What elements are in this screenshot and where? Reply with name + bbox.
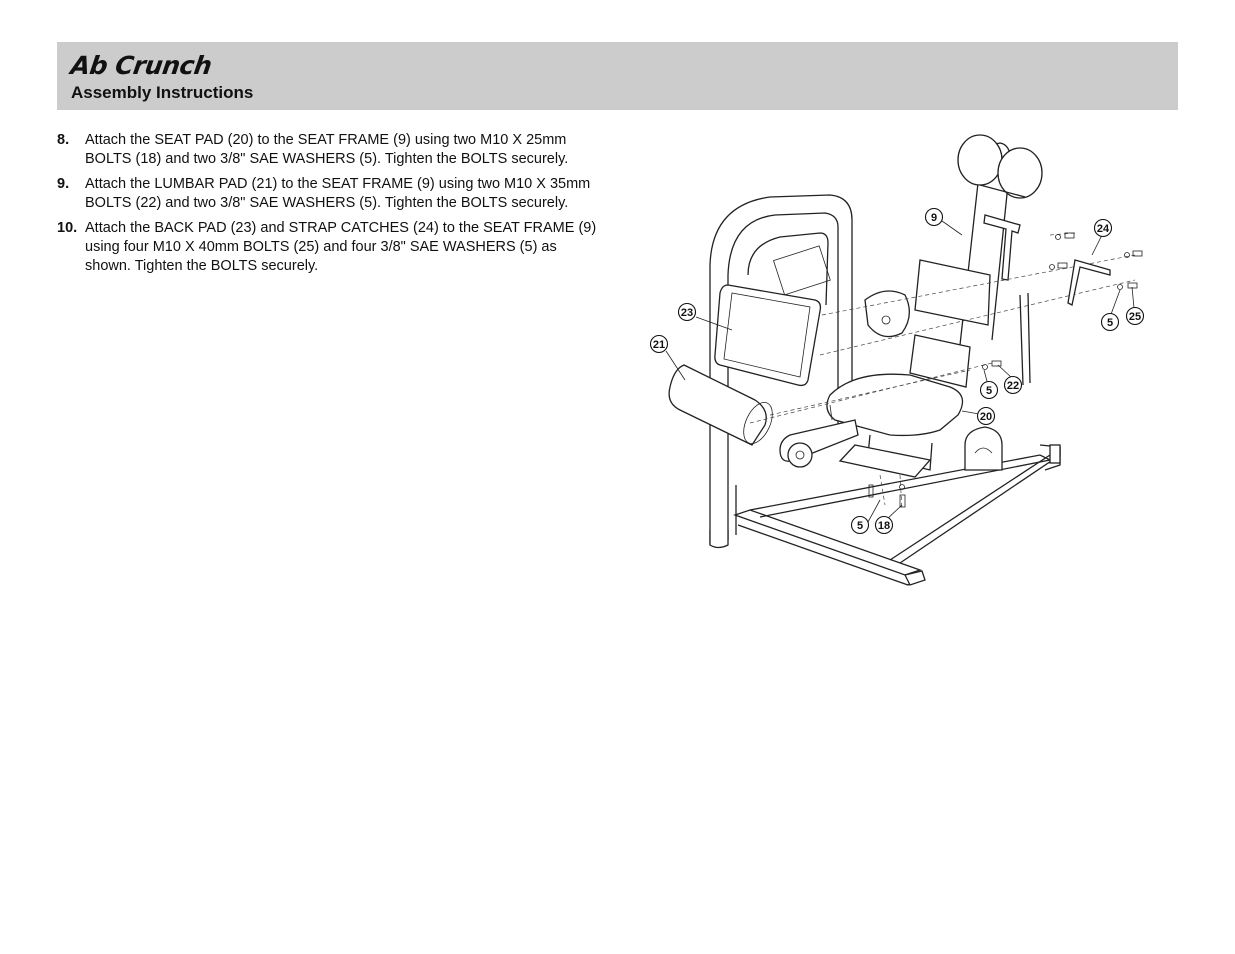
svg-text:5: 5: [1107, 317, 1113, 329]
back-pad: [714, 284, 822, 387]
callout-22: 22: [1003, 375, 1023, 395]
svg-text:5: 5: [986, 385, 992, 397]
step-text: Attach the LUMBAR PAD (21) to the SEAT F…: [85, 176, 591, 211]
step-number: 9.: [57, 176, 70, 192]
svg-text:21: 21: [653, 339, 665, 351]
strap-catch: [1067, 259, 1111, 306]
callout-21: 21: [649, 334, 669, 354]
back-frame: [709, 194, 853, 549]
pivot-arm: [779, 290, 1003, 471]
step-10: 10. Attach the BACK PAD (23) and STRAP C…: [57, 219, 617, 276]
step-number: 10.: [57, 220, 78, 236]
svg-text:18: 18: [878, 520, 890, 532]
svg-text:23: 23: [681, 307, 693, 319]
lumbar-pad: [668, 364, 773, 446]
svg-text:5: 5: [857, 520, 863, 532]
callout-18: 18: [874, 515, 894, 535]
step-8: 8. Attach the SEAT PAD (20) to the SEAT …: [57, 131, 617, 169]
callout-23: 23: [677, 302, 697, 322]
step-text: Attach the SEAT PAD (20) to the SEAT FRA…: [85, 132, 569, 167]
callout-5-bottom: 5: [850, 515, 870, 535]
callout-25: 25: [1125, 306, 1145, 326]
step-text: Attach the BACK PAD (23) and STRAP CATCH…: [85, 220, 597, 274]
svg-text:24: 24: [1097, 223, 1110, 235]
seat-pad: [826, 373, 964, 478]
svg-text:22: 22: [1007, 380, 1019, 392]
assembly-steps: 8. Attach the SEAT PAD (20) to the SEAT …: [57, 131, 617, 282]
callout-5-top: 5: [1100, 312, 1120, 332]
assembly-lines: [749, 232, 1136, 511]
svg-text:25: 25: [1129, 311, 1141, 323]
mount-plates: [909, 259, 991, 388]
svg-text:20: 20: [980, 411, 992, 423]
callout-9: 9: [924, 207, 944, 227]
seat-frame: [957, 134, 1043, 386]
callout-20: 20: [976, 406, 996, 426]
base-frame: [732, 444, 1061, 586]
leader-lines: [665, 220, 1135, 523]
step-9: 9. Attach the LUMBAR PAD (21) to the SEA…: [57, 175, 617, 213]
page-subtitle: Assembly Instructions: [71, 83, 254, 102]
hardware: [868, 232, 1143, 508]
svg-text:9: 9: [931, 212, 937, 224]
assembly-diagram: 9 24 23 21 5 25 5 22 20 5 18: [649, 134, 1145, 586]
header-bar: Ab Crunch Assembly Instructions: [57, 42, 1178, 110]
callout-5-middle: 5: [979, 380, 999, 400]
page-title: Ab Crunch: [68, 51, 214, 80]
callout-24: 24: [1093, 218, 1113, 238]
step-number: 8.: [57, 132, 70, 148]
